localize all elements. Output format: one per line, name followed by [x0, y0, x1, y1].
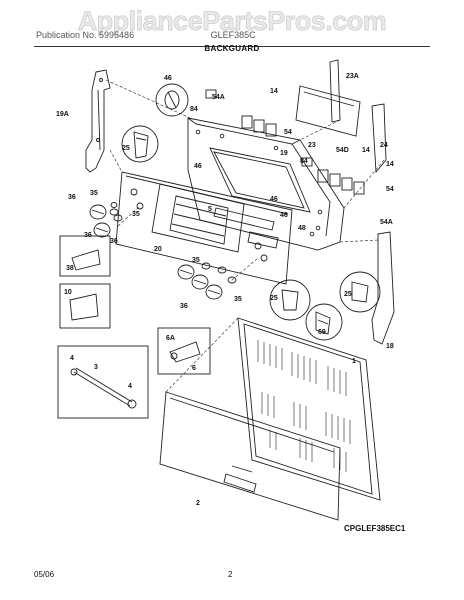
callout-14-b: 14 — [362, 147, 370, 154]
callout-25-b: 25 — [270, 295, 278, 302]
callout-84-a: 84 — [190, 106, 198, 113]
inset-light-bulb — [155, 83, 189, 117]
inset-box-38 — [59, 235, 111, 277]
callout-2: 2 — [196, 500, 200, 507]
callout-19: 19 — [280, 150, 288, 157]
inset-switch-right — [339, 271, 381, 313]
footer-page-number: 2 — [228, 570, 233, 579]
inset-box-rod — [57, 345, 149, 419]
callout-14-a: 14 — [270, 88, 278, 95]
inset-box-6a — [157, 327, 211, 375]
callout-38: 38 — [66, 265, 74, 272]
callout-54d: 54D — [336, 147, 349, 154]
publication-header: Publication No. 5995486 GLEF385C — [36, 30, 256, 40]
callout-35-c: 35 — [192, 257, 200, 264]
callout-5: 5 — [208, 206, 212, 213]
callout-25-a: 25 — [122, 145, 130, 152]
callout-48: 48 — [298, 225, 306, 232]
callout-labels: 19A 46 84 54A 14 23A 54 23 24 25 46 19 8… — [56, 73, 394, 507]
callout-14-c: 14 — [386, 161, 394, 168]
control-panel — [115, 171, 293, 285]
callout-6: 6 — [192, 365, 196, 372]
callout-54-a: 54 — [284, 129, 292, 136]
callout-6a: 6A — [166, 335, 175, 342]
watermark: AppliancePartsPros.com — [77, 6, 387, 37]
control-board — [295, 85, 361, 137]
drawing-code: CPGLEF385EC1 — [344, 524, 406, 533]
callout-46-c: 46 — [270, 196, 278, 203]
callout-35-a: 35 — [90, 190, 98, 197]
callout-36-b: 36 — [84, 232, 92, 239]
publication-number: Publication No. 5995486 — [36, 30, 135, 40]
callout-36-d: 36 — [180, 303, 188, 310]
callout-35-b: 35 — [132, 211, 140, 218]
callout-23: 23A — [346, 73, 359, 80]
callout-4-b: 4 — [128, 383, 132, 390]
callout-35-d: 35 — [234, 296, 242, 303]
callout-3: 3 — [94, 364, 98, 371]
model-number: GLEF385C — [210, 30, 256, 40]
inset-lamp-socket — [305, 303, 343, 341]
end-bracket-left — [85, 69, 111, 173]
callout-18: 18 — [386, 343, 394, 350]
header-rule — [34, 46, 430, 47]
switch-blocks — [205, 89, 365, 195]
callout-24: 25 — [344, 291, 352, 298]
callout-46-b: 46 — [194, 163, 202, 170]
knobs-right — [177, 262, 237, 300]
callout-54-b: 54 — [386, 186, 394, 193]
callout-54a-b: 54A — [380, 219, 393, 226]
leader-lines — [105, 79, 385, 393]
backguard-top-trim — [187, 117, 345, 251]
footer-date: 05/06 — [34, 570, 55, 579]
callout-19a: 20 — [154, 246, 162, 253]
callout-36-a: 36 — [68, 194, 76, 201]
callout-69: 69 — [318, 329, 326, 336]
callout-18a: 19A — [56, 111, 69, 118]
inset-switch-bottom — [269, 279, 311, 321]
callout-54a-a: 54A — [212, 94, 225, 101]
callout-46-a: 46 — [164, 75, 172, 82]
callout-20: 23 — [308, 142, 316, 149]
callout-46-d: 46 — [280, 212, 288, 219]
callout-10: 10 — [64, 289, 72, 296]
callout-1: 1 — [352, 358, 356, 365]
inset-switch-left — [121, 125, 159, 163]
callout-36-c: 36 — [110, 238, 118, 245]
inset-box-10 — [59, 283, 111, 329]
callout-4-a: 4 — [70, 355, 74, 362]
callout-84-b: 84 — [300, 158, 308, 165]
callout-23a: 24 — [380, 142, 388, 149]
rear-panel — [237, 317, 381, 501]
lower-trim — [159, 391, 341, 521]
section-title: BACKGUARD — [204, 44, 260, 53]
knobs-left — [89, 202, 123, 238]
